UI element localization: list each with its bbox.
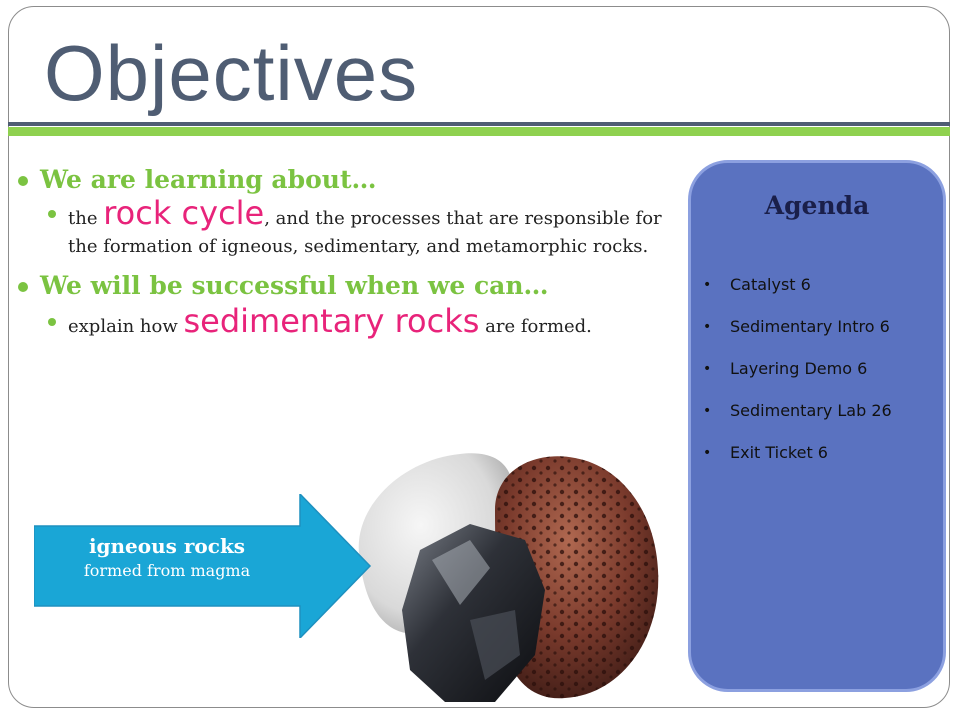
callout-text: igneous rocks formed from magma [34, 532, 300, 582]
objectives-content: We are learning about… the rock cycle, a… [18, 165, 678, 341]
title-rule-dark [8, 122, 950, 126]
agenda-item: Sedimentary Intro 6 [701, 317, 892, 359]
callout-subtitle: formed from magma [83, 561, 251, 580]
agenda-item: Sedimentary Lab 26 [701, 401, 892, 443]
agenda-panel: Agenda Catalyst 6 Sedimentary Intro 6 La… [688, 160, 946, 692]
learning-heading: We are learning about… [18, 165, 678, 195]
agenda-item: Catalyst 6 [701, 275, 892, 317]
learning-highlight: rock cycle [103, 194, 265, 232]
learning-pre: the [68, 208, 104, 229]
rocks-image [358, 453, 659, 702]
agenda-item: Layering Demo 6 [701, 359, 892, 401]
agenda-item: Exit Ticket 6 [701, 443, 892, 485]
success-highlight: sedimentary rocks [183, 302, 480, 340]
learning-post: , and the processes that are responsible… [68, 208, 662, 257]
agenda-title: Agenda [764, 191, 870, 220]
slide-title: Objectives [44, 29, 419, 117]
agenda-list: Catalyst 6 Sedimentary Intro 6 Layering … [701, 275, 892, 485]
learning-detail: the rock cycle, and the processes that a… [48, 197, 678, 261]
success-pre: explain how [68, 316, 184, 337]
success-heading: We will be successful when we can… [18, 271, 678, 301]
success-post: are formed. [479, 316, 592, 337]
title-rule-green [8, 127, 950, 136]
callout-title: igneous rocks [88, 534, 246, 558]
success-detail: explain how sedimentary rocks are formed… [48, 305, 678, 341]
callout-arrow [34, 494, 372, 638]
